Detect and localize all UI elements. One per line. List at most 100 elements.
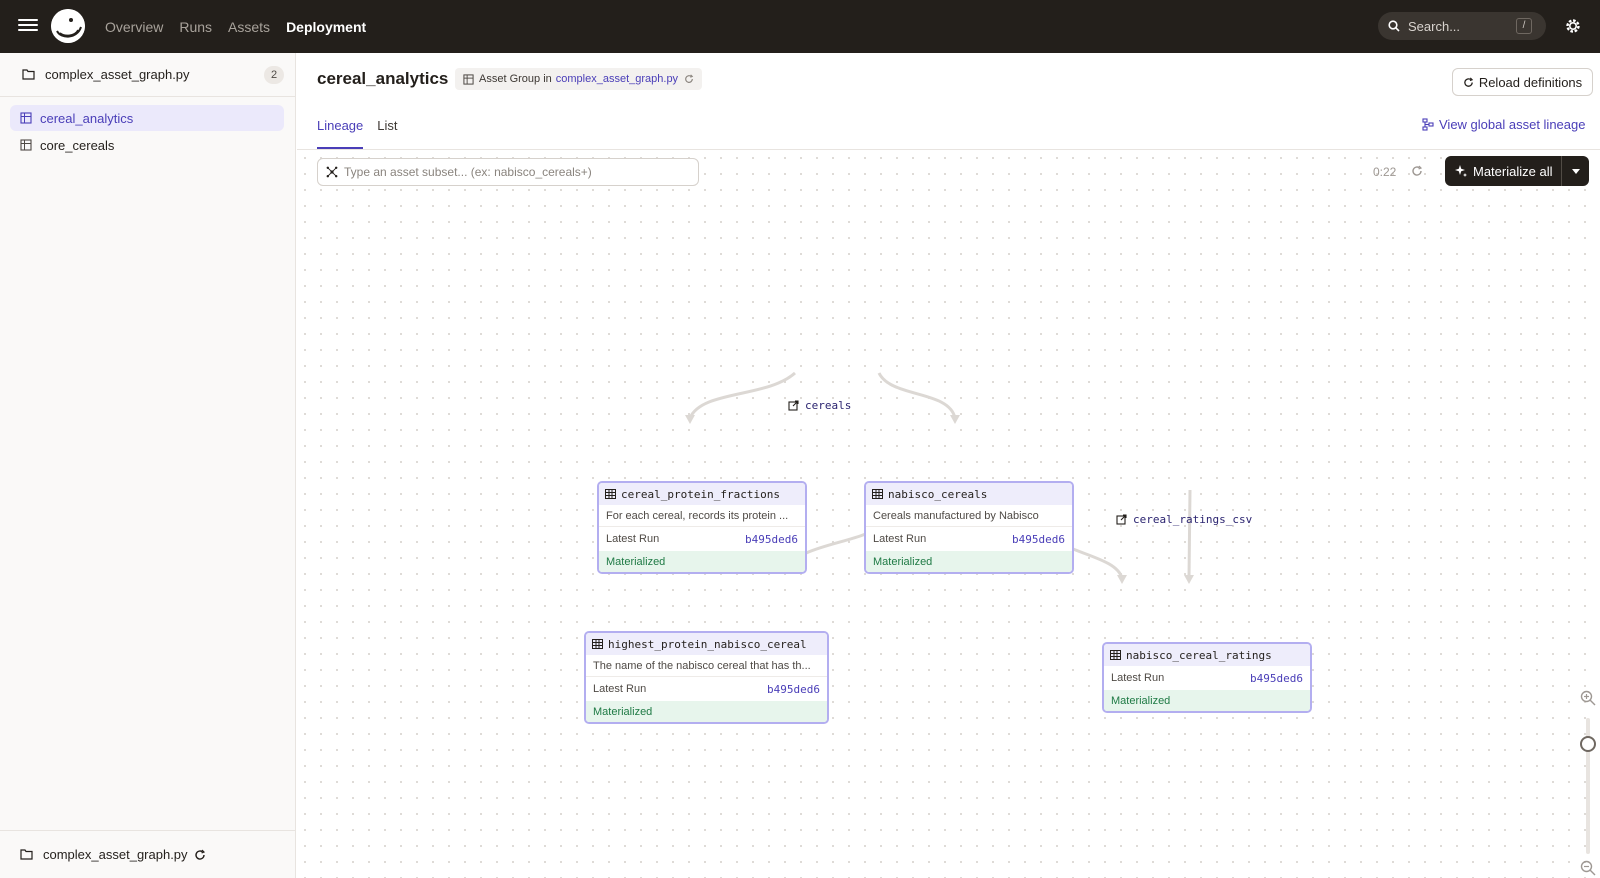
latest-run-link[interactable]: b495ded6 xyxy=(745,532,798,546)
materialize-options-dropdown[interactable] xyxy=(1562,156,1589,186)
asset-group-tag: Asset Group in complex_asset_graph.py xyxy=(455,68,703,90)
asset-node-latest-run: Latest Run b495ded6 xyxy=(866,527,1072,551)
external-link-icon xyxy=(788,400,799,411)
top-navigation: Overview Runs Assets Deployment Search..… xyxy=(0,0,1600,53)
reload-definitions-button[interactable]: Reload definitions xyxy=(1452,68,1593,96)
sidebar: complex_asset_graph.py 2 cereal_analytic… xyxy=(0,53,296,878)
materialize-all-button[interactable]: Materialize all xyxy=(1445,156,1589,186)
asset-group-icon xyxy=(20,112,32,124)
refresh-timer: 0:22 xyxy=(1373,165,1397,179)
table-icon xyxy=(872,489,883,499)
status-badge: Materialized xyxy=(1104,690,1310,711)
asset-group-location-link[interactable]: complex_asset_graph.py xyxy=(555,73,679,85)
zoom-slider-track[interactable] xyxy=(1586,718,1590,854)
status-badge: Materialized xyxy=(586,701,827,722)
asset-node-name: nabisco_cereals xyxy=(888,487,988,501)
materialize-all-label: Materialize all xyxy=(1473,163,1553,179)
asset-subset-field[interactable] xyxy=(344,165,684,179)
refresh-icon[interactable] xyxy=(1411,165,1423,177)
sidebar-item-core-cereals[interactable]: core_cereals xyxy=(10,132,284,158)
status-badge: Materialized xyxy=(599,551,805,572)
chevron-down-icon xyxy=(1571,168,1580,174)
refresh-icon xyxy=(1464,77,1473,87)
page-title: cereal_analytics xyxy=(317,69,449,88)
sidebar-location-name: complex_asset_graph.py xyxy=(45,67,190,82)
source-asset-cereal-ratings-csv[interactable]: cereal_ratings_csv xyxy=(1116,513,1252,526)
search-placeholder: Search... xyxy=(1408,18,1461,34)
table-icon xyxy=(592,639,603,649)
edge-ratings-csv-to-ratings xyxy=(1187,489,1192,579)
latest-run-link[interactable]: b495ded6 xyxy=(1250,671,1303,685)
folder-icon xyxy=(20,849,33,860)
dagster-logo[interactable] xyxy=(51,9,85,43)
asset-node-description: Cereals manufactured by Nabisco xyxy=(866,505,1072,527)
sidebar-item-label: cereal_analytics xyxy=(40,110,134,126)
sidebar-item-cereal-analytics[interactable]: cereal_analytics xyxy=(10,105,284,131)
refresh-icon[interactable] xyxy=(194,849,206,861)
view-global-lineage-label: View global asset lineage xyxy=(1439,117,1586,132)
tab-lineage[interactable]: Lineage xyxy=(317,109,364,149)
asset-group-icon xyxy=(20,139,32,151)
edge-arrow xyxy=(950,415,960,424)
view-global-lineage-link[interactable]: View global asset lineage xyxy=(1422,117,1585,132)
latest-run-link[interactable]: b495ded6 xyxy=(767,682,820,696)
tabs-divider xyxy=(297,149,1600,150)
search-shortcut: / xyxy=(1516,18,1532,34)
latest-run-label: Latest Run xyxy=(593,683,647,695)
asset-node-latest-run: Latest Run b495ded6 xyxy=(586,677,827,701)
nav-assets[interactable]: Assets xyxy=(228,18,271,35)
latest-run-link[interactable]: b495ded6 xyxy=(1012,532,1065,546)
sidebar-location-header[interactable]: complex_asset_graph.py 2 xyxy=(0,53,295,97)
refresh-icon[interactable] xyxy=(684,74,694,84)
asset-node-name: cereal_protein_fractions xyxy=(621,487,780,501)
asset-node-latest-run: Latest Run b495ded6 xyxy=(599,527,805,551)
zoom-slider-handle[interactable] xyxy=(1580,736,1596,752)
edge-arrow xyxy=(1184,575,1194,584)
asset-node-name: nabisco_cereal_ratings xyxy=(1126,648,1272,662)
gear-icon[interactable] xyxy=(1564,17,1582,35)
asset-node-cereal-protein-fractions[interactable]: cereal_protein_fractions For each cereal… xyxy=(597,481,807,574)
asset-selection-icon xyxy=(326,166,338,178)
asset-node-name: highest_protein_nabisco_cereal xyxy=(608,637,807,651)
edge-cereals-to-nabisco-cereals xyxy=(877,372,957,419)
search-input[interactable]: Search... / xyxy=(1378,12,1546,40)
asset-graph-canvas[interactable]: 0:22 Materialize all xyxy=(297,150,1600,878)
menu-icon[interactable] xyxy=(18,16,38,36)
sidebar-item-label: core_cereals xyxy=(40,137,115,153)
zoom-out-icon[interactable] xyxy=(1580,860,1596,876)
asset-subset-input[interactable] xyxy=(317,158,699,186)
nav-runs[interactable]: Runs xyxy=(179,18,213,35)
asset-node-highest-protein-nabisco-cereal[interactable]: highest_protein_nabisco_cereal The name … xyxy=(584,631,829,724)
asset-node-description: The name of the nabisco cereal that has … xyxy=(586,655,827,677)
sidebar-group-count: 2 xyxy=(264,66,284,84)
latest-run-label: Latest Run xyxy=(1111,672,1165,684)
external-link-icon xyxy=(1116,514,1127,525)
sidebar-footer-location[interactable]: complex_asset_graph.py xyxy=(0,830,296,878)
asset-node-nabisco-cereal-ratings[interactable]: nabisco_cereal_ratings Latest Run b495de… xyxy=(1102,642,1312,713)
folder-icon xyxy=(22,69,35,80)
materialize-all-main[interactable]: Materialize all xyxy=(1445,156,1561,186)
main-content: cereal_analytics Asset Group in complex_… xyxy=(297,53,1600,878)
tab-list[interactable]: List xyxy=(377,118,398,133)
view-tabs: Lineage List xyxy=(317,109,398,149)
lineage-icon xyxy=(1422,118,1434,131)
latest-run-label: Latest Run xyxy=(873,533,927,545)
status-badge: Materialized xyxy=(866,551,1072,572)
button-divider xyxy=(1561,156,1562,186)
nav-overview[interactable]: Overview xyxy=(105,18,164,35)
asset-node-nabisco-cereals[interactable]: nabisco_cereals Cereals manufactured by … xyxy=(864,481,1074,574)
latest-run-label: Latest Run xyxy=(606,533,660,545)
source-asset-cereals[interactable]: cereals xyxy=(788,399,851,412)
sidebar-footer-location-name: complex_asset_graph.py xyxy=(43,847,188,862)
source-asset-name: cereal_ratings_csv xyxy=(1133,513,1253,526)
nav-deployment[interactable]: Deployment xyxy=(286,18,367,35)
zoom-in-icon[interactable] xyxy=(1580,690,1596,706)
table-icon xyxy=(605,489,616,499)
reload-definitions-label: Reload definitions xyxy=(1478,74,1583,90)
asset-node-latest-run: Latest Run b495ded6 xyxy=(1104,666,1310,690)
edge-arrow xyxy=(1117,575,1127,584)
asset-group-icon xyxy=(463,73,474,85)
edge-arrow xyxy=(685,415,695,424)
search-icon xyxy=(1388,20,1400,32)
table-icon xyxy=(1110,650,1121,660)
